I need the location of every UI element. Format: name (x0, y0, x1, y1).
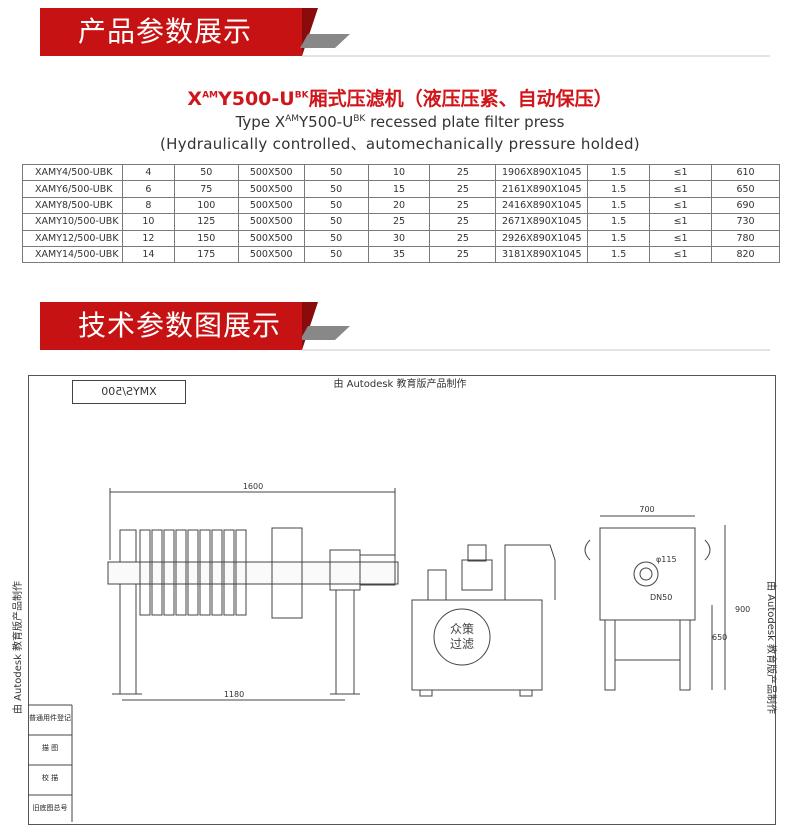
title-block-row-1: 普通用件登记 (29, 713, 71, 722)
logo-line-1: 众策 (450, 622, 474, 636)
type-line: Type XAMY500-UBK recessed plate filter p… (235, 113, 565, 131)
table-cell: 2926X890X1045 (495, 229, 589, 247)
table-cell: 2161X890X1045 (495, 180, 589, 198)
dim-height: 900 (735, 605, 750, 614)
drawing-watermark-top: 由 Autodesk 教育版产品制作 (333, 379, 467, 390)
title-block-row-4: 旧底图总号 (33, 803, 68, 812)
dim-length: 1600 (243, 482, 263, 491)
table-cell: 35 (367, 245, 431, 264)
logo-line-2: 过滤 (450, 637, 474, 651)
drawing-banner: 技术参数图展示 (40, 302, 302, 350)
title-block-row-3: 校 描 (42, 773, 58, 782)
model-title: XAMY500-UBK厢式压滤机（液压压紧、自动保压） (187, 88, 613, 110)
dim-dia: φ115 (656, 555, 677, 564)
table-cell: 2671X890X1045 (495, 213, 589, 231)
dim-dn: DN50 (650, 593, 672, 602)
params-banner-title: 产品参数展示 (78, 15, 253, 48)
table-cell: 500X500 (237, 245, 305, 264)
table-cell: 175 (173, 245, 239, 264)
title-block-row-2: 描 图 (42, 743, 58, 752)
dim-width: 700 (639, 505, 654, 514)
english-subtitle: (Hydraulically controlled、automechanical… (160, 135, 640, 153)
dim-base: 1180 (224, 690, 244, 699)
drawing-banner-title: 技术参数图展示 (78, 309, 282, 342)
table-cell: 25 (429, 245, 497, 264)
params-banner: 产品参数展示 (40, 8, 302, 56)
table-cell-model: XAMY14/500-UBK (22, 245, 123, 264)
table-cell: 3181X890X1045 (495, 245, 589, 264)
table-cell: 50 (303, 245, 369, 264)
table-cell: 820 (711, 245, 780, 264)
dim-height2: 650 (712, 633, 727, 642)
